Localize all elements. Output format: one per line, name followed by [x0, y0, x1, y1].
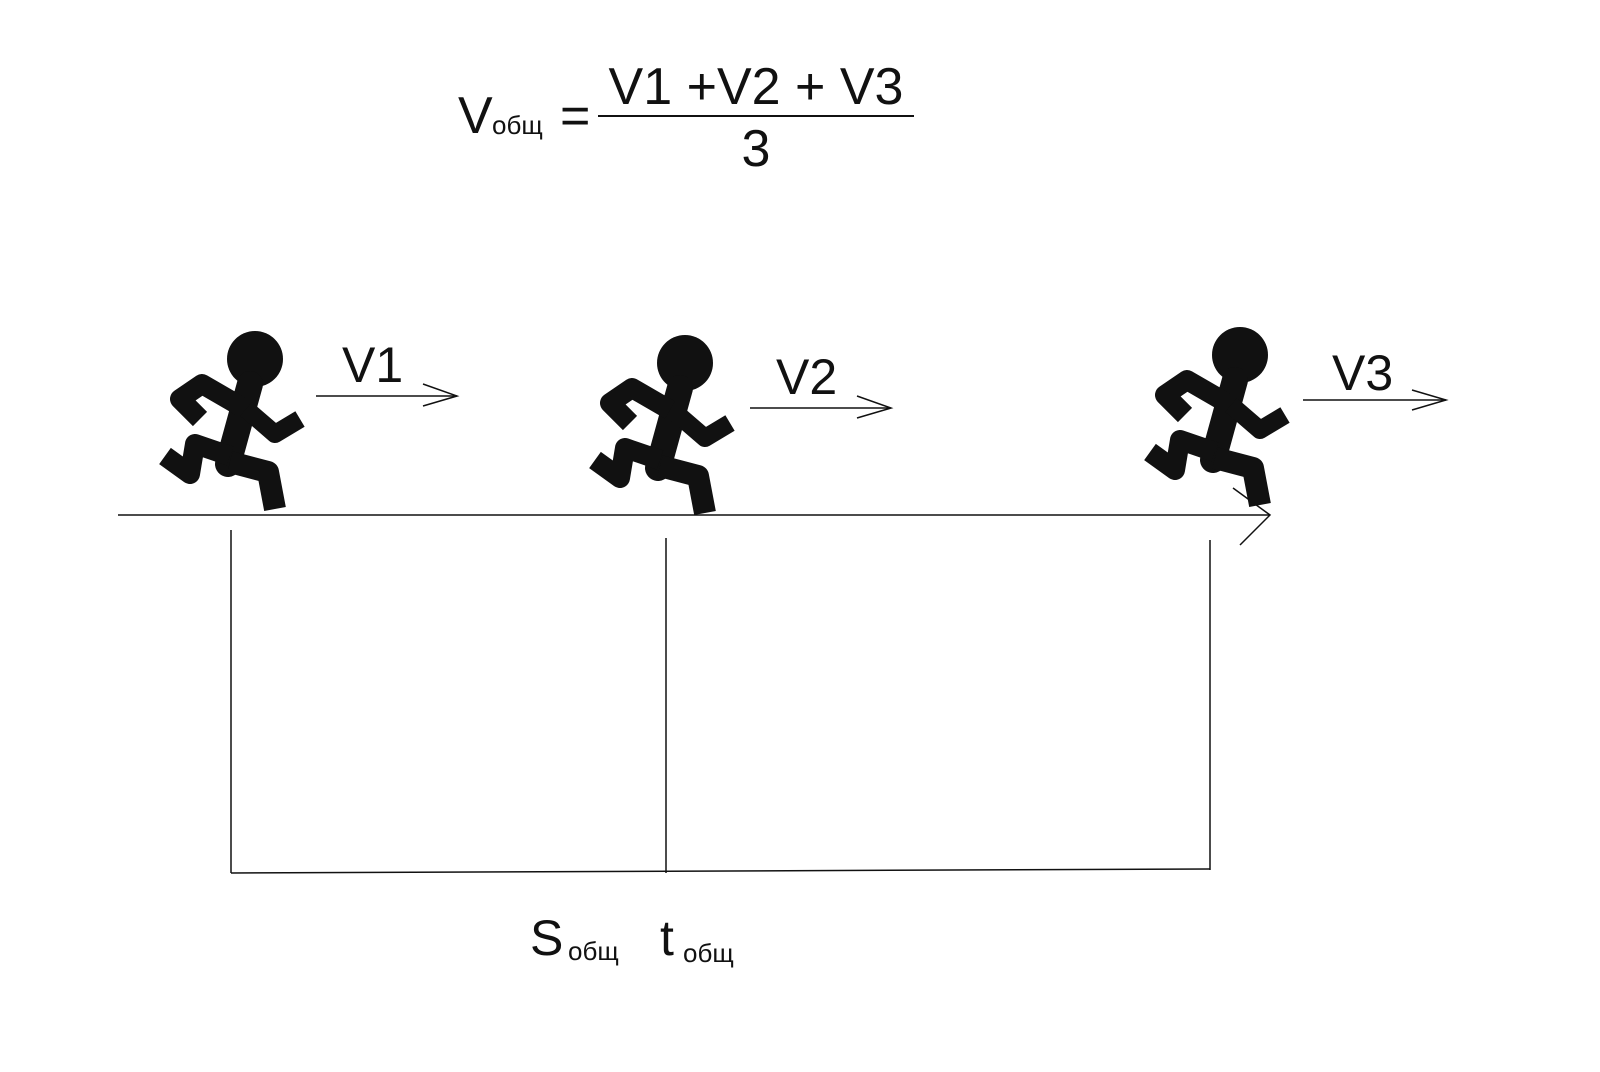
running-person-icon [165, 331, 300, 509]
total-time-symbol: t [660, 910, 674, 966]
velocity-label-v3: V3 [1332, 345, 1393, 401]
total-distance-symbol: S [530, 910, 563, 966]
runner-1: V1 [165, 331, 460, 509]
segment-brackets [230, 530, 1211, 874]
formula-lhs-symbol: V [458, 87, 493, 145]
velocity-label-v1: V1 [342, 337, 403, 393]
formula-lhs-subscript: общ [492, 110, 543, 140]
formula-denominator: 3 [742, 120, 771, 178]
total-distance-subscript: общ [568, 936, 619, 966]
total-time-subscript: общ [683, 938, 734, 968]
running-person-icon [595, 335, 730, 513]
velocity-label-v2: V2 [776, 349, 837, 405]
velocity-arrow-v3 [1303, 389, 1449, 411]
velocity-arrow-v2 [750, 395, 894, 419]
average-velocity-formula: V общ = V1 +V2 + V3 3 [458, 58, 914, 178]
path-axis-arrow [118, 487, 1272, 546]
formula-equals: = [560, 87, 590, 145]
formula-numerator: V1 +V2 + V3 [609, 58, 904, 116]
velocity-arrow-v1 [316, 383, 460, 407]
running-person-icon [1150, 327, 1285, 505]
runner-3: V3 [1150, 327, 1449, 505]
total-labels: S общ t общ [530, 910, 734, 968]
runner-2: V2 [595, 335, 894, 513]
